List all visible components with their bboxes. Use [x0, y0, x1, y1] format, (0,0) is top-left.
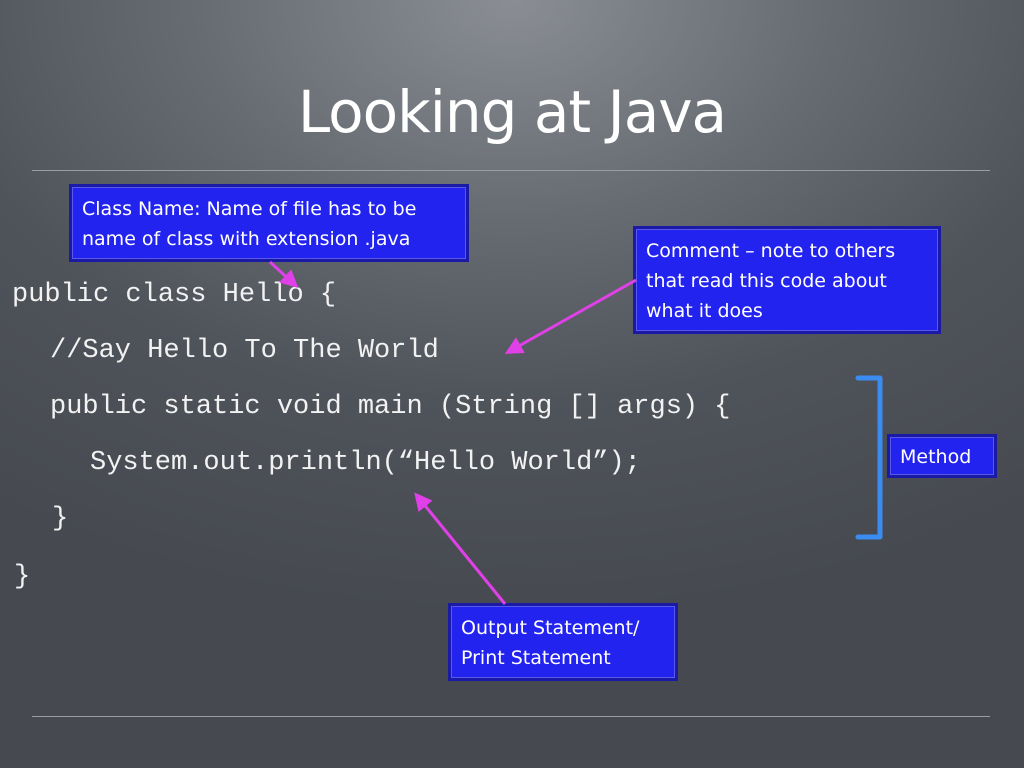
comment-callout: Comment – note to others that read this … — [633, 226, 941, 334]
comment-callout-line2: that read this code about — [646, 270, 887, 292]
method-callout: Method — [887, 434, 997, 478]
code-line-method-close: } — [52, 504, 69, 534]
code-line-main-method: public static void main (String [] args)… — [50, 392, 731, 422]
class-name-callout-line2: name of class with extension .java — [82, 228, 411, 250]
comment-callout-line3: what it does — [646, 300, 763, 322]
comment-callout-line1: Comment – note to others — [646, 240, 896, 262]
code-line-println: System.out.println(“Hello World”); — [90, 448, 641, 478]
class-name-callout-line1: Class Name: Name of file has to be — [82, 198, 417, 220]
code-line-class-close: } — [14, 562, 31, 592]
output-statement-callout: Output Statement/ Print Statement — [448, 603, 678, 681]
comment-arrow — [504, 278, 637, 354]
class-name-callout: Class Name: Name of file has to be name … — [69, 184, 469, 262]
method-bracket — [855, 375, 883, 540]
method-callout-label: Method — [900, 446, 972, 468]
output-callout-line2: Print Statement — [461, 647, 611, 669]
slide-title: Looking at Java — [297, 78, 727, 146]
output-statement-arrow — [414, 492, 507, 605]
title-divider — [32, 170, 990, 171]
footer-divider — [32, 716, 990, 717]
output-callout-line1: Output Statement/ — [461, 617, 640, 639]
code-line-comment: //Say Hello To The World — [50, 336, 439, 366]
code-line-class-declaration: public class Hello { — [12, 280, 337, 310]
